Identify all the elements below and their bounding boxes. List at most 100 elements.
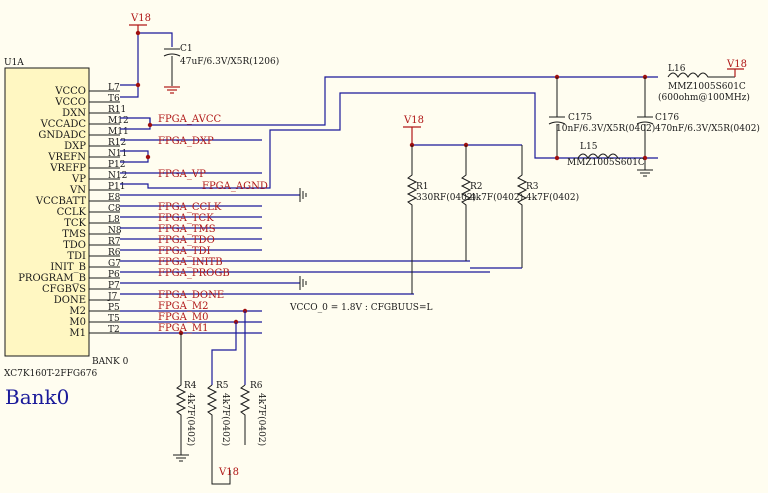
ic-pin[interactable]: CCLK C8 <box>57 204 121 218</box>
pin-name: INIT_B <box>50 262 86 273</box>
ic-bank: BANK 0 <box>92 357 129 367</box>
pin-name: M1 <box>69 328 86 339</box>
c175-ref: C175 <box>568 113 592 123</box>
config-note: VCCO_0 = 1.8V : CFGBUUS=L <box>289 303 433 313</box>
inductor-l16[interactable]: L16 MMZ1005S601C (600ohm@100MHz) <box>658 64 750 103</box>
ground-symbol <box>299 276 307 290</box>
pin-number: T2 <box>108 325 120 335</box>
inductor-l15[interactable]: L15 MMZ1005S601C <box>567 142 645 168</box>
fpga-ic[interactable]: U1A XC7K160T-2FFG676 BANK 0 <box>4 58 129 379</box>
ic-pin[interactable]: VCCO T6 <box>54 94 120 108</box>
pin-name: DXP <box>64 141 86 152</box>
net-avcc: FPGA_AVCC <box>158 114 221 125</box>
pin-number: R12 <box>108 138 126 148</box>
resistor-r1[interactable]: R1 330RF(0402) <box>406 145 476 294</box>
r1-ref: R1 <box>416 182 429 192</box>
pin-number: P5 <box>108 303 120 313</box>
pin-name: VP <box>71 174 86 185</box>
net-m0: FPGA_M0 <box>158 312 208 323</box>
ic-ref: U1A <box>4 58 24 68</box>
l15-value: MMZ1005S601C <box>567 158 645 168</box>
power-v18-res: V18 <box>403 115 424 145</box>
pin-number: E8 <box>108 193 121 203</box>
pin-number: R6 <box>108 248 121 258</box>
net-vp: FPGA_VP <box>158 169 206 180</box>
ic-pin[interactable]: DXP R12 <box>64 138 126 152</box>
net-m1: FPGA_M1 <box>158 323 208 334</box>
l16-note: (600ohm@100MHz) <box>658 92 750 103</box>
r6-value: 4k7F(0402) <box>256 393 267 446</box>
pin-number: L8 <box>108 215 120 225</box>
ic-pin[interactable]: DXN R11 <box>62 105 126 119</box>
c1-ref: C1 <box>180 44 193 54</box>
ground-symbol <box>637 169 653 177</box>
pin-name: VCCBATT <box>35 196 86 207</box>
ground-symbol <box>164 86 180 94</box>
pin-name: VN <box>69 185 86 196</box>
c175-value: 10nF/6.3V/X5R(0402) <box>556 123 655 134</box>
ic-pin[interactable]: VN P11 <box>69 182 126 196</box>
pin-name: CCLK <box>57 207 87 218</box>
net-progb: FPGA_PROGB <box>158 268 230 279</box>
pin-number: P6 <box>108 270 120 280</box>
l16-ref: L16 <box>668 64 686 74</box>
ic-pin[interactable]: VCCBATT E8 <box>35 193 121 207</box>
ic-pin[interactable]: TDI R6 <box>67 248 120 262</box>
pin-number: R11 <box>108 105 126 115</box>
pin-number: T6 <box>108 94 120 104</box>
pin-name: VCCO <box>54 97 86 108</box>
net-tck: FPGA_TCK <box>158 213 214 224</box>
resistor-r3[interactable]: R3 4k7F(0402) <box>516 145 579 268</box>
pin-name: VREFP <box>49 163 86 174</box>
resistor-r4[interactable]: R4 4k7F(0402) <box>175 333 197 455</box>
l15-ref: L15 <box>580 142 598 152</box>
power-v18-bottom: V18 <box>218 467 239 478</box>
pin-number: T5 <box>108 314 120 324</box>
pin-name: VREFN <box>47 152 86 163</box>
power-label: V18 <box>130 13 151 24</box>
c1-value: 47uF/6.3V/X5R(1206) <box>180 56 279 67</box>
pin-name: TDI <box>67 251 86 262</box>
resistor-r5[interactable]: R5 4k7F(0402) <box>206 381 231 485</box>
capacitor-c175[interactable]: C175 10nF/6.3V/X5R(0402) <box>548 77 655 158</box>
pin-name: DXN <box>62 108 86 119</box>
pin-number: C8 <box>108 204 121 214</box>
sheet-title: Bank0 <box>5 385 69 409</box>
ic-pin[interactable]: INIT_B G7 <box>50 259 121 273</box>
resistor-r6[interactable]: R6 4k7F(0402) <box>239 381 267 446</box>
resistor-r2[interactable]: R2 4k7F(0402) <box>460 145 523 261</box>
r4-ref: R4 <box>184 381 197 391</box>
pin-name: PROGRAM_B <box>18 273 86 284</box>
ic-pin[interactable]: PROGRAM_B P6 <box>18 270 120 284</box>
ic-pin[interactable]: M1 T2 <box>69 325 120 339</box>
capacitor-c1[interactable]: C1 47uF/6.3V/X5R(1206) <box>163 44 279 86</box>
r6-ref: R6 <box>250 381 263 391</box>
pin-number: P7 <box>108 281 120 291</box>
net-cclk: FPGA_CCLK <box>158 202 222 213</box>
capacitor-c176[interactable]: C176 470nF/6.3V/X5R(0402) <box>636 77 760 170</box>
pin-number: G7 <box>108 259 121 269</box>
power-v18-top: V18 <box>129 13 151 33</box>
ic-pin[interactable]: CFGBVS P7 <box>42 281 120 295</box>
pin-name: DONE <box>54 295 86 306</box>
r2-value: 4k7F(0402) <box>470 192 523 203</box>
power-label: V18 <box>218 467 239 478</box>
pin-name: CFGBVS <box>42 284 86 295</box>
pin-number: P11 <box>108 182 126 192</box>
net-agnd: FPGA_AGND <box>202 181 268 192</box>
pin-name: VCCO <box>54 86 86 97</box>
